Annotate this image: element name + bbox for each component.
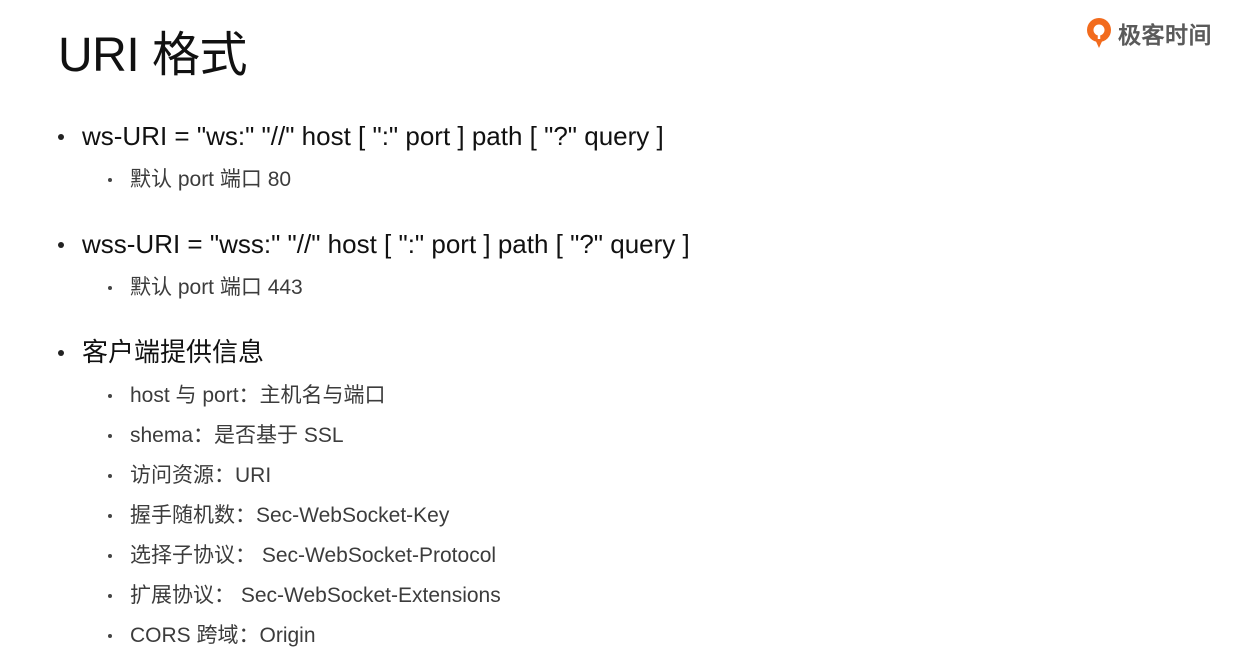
client-info-scheme: shema：是否基于 SSL	[56, 416, 1198, 456]
client-info-subprotocol: 选择子协议： Sec-WebSocket-Protocol	[56, 536, 1198, 576]
client-info-resource: 访问资源：URI	[56, 456, 1198, 496]
logo-text: 极客时间	[1118, 22, 1212, 48]
client-info-host-port: host 与 port：主机名与端口	[56, 376, 1198, 416]
client-info-cors: CORS 跨域：Origin	[56, 616, 1198, 656]
client-info-extensions: 扩展协议： Sec-WebSocket-Extensions	[56, 576, 1198, 616]
bullet-ws-default-port: 默认 port 端口 80	[56, 160, 1198, 200]
bullet-wss-default-port: 默认 port 端口 443	[56, 268, 1198, 308]
client-info-handshake-key: 握手随机数：Sec-WebSocket-Key	[56, 496, 1198, 536]
geekbang-logo: 极客时间	[1084, 16, 1212, 50]
slide-title: URI 格式	[58, 29, 248, 82]
geekbang-logo-icon	[1087, 18, 1111, 48]
bullet-client-info: 客户端提供信息	[56, 328, 1198, 376]
bullet-ws-uri: ws-URI = "ws:" "//" host [ ":" port ] pa…	[56, 112, 1198, 160]
bullet-list: ws-URI = "ws:" "//" host [ ":" port ] pa…	[56, 112, 1198, 656]
bullet-wss-uri: wss-URI = "wss:" "//" host [ ":" port ] …	[56, 220, 1198, 268]
